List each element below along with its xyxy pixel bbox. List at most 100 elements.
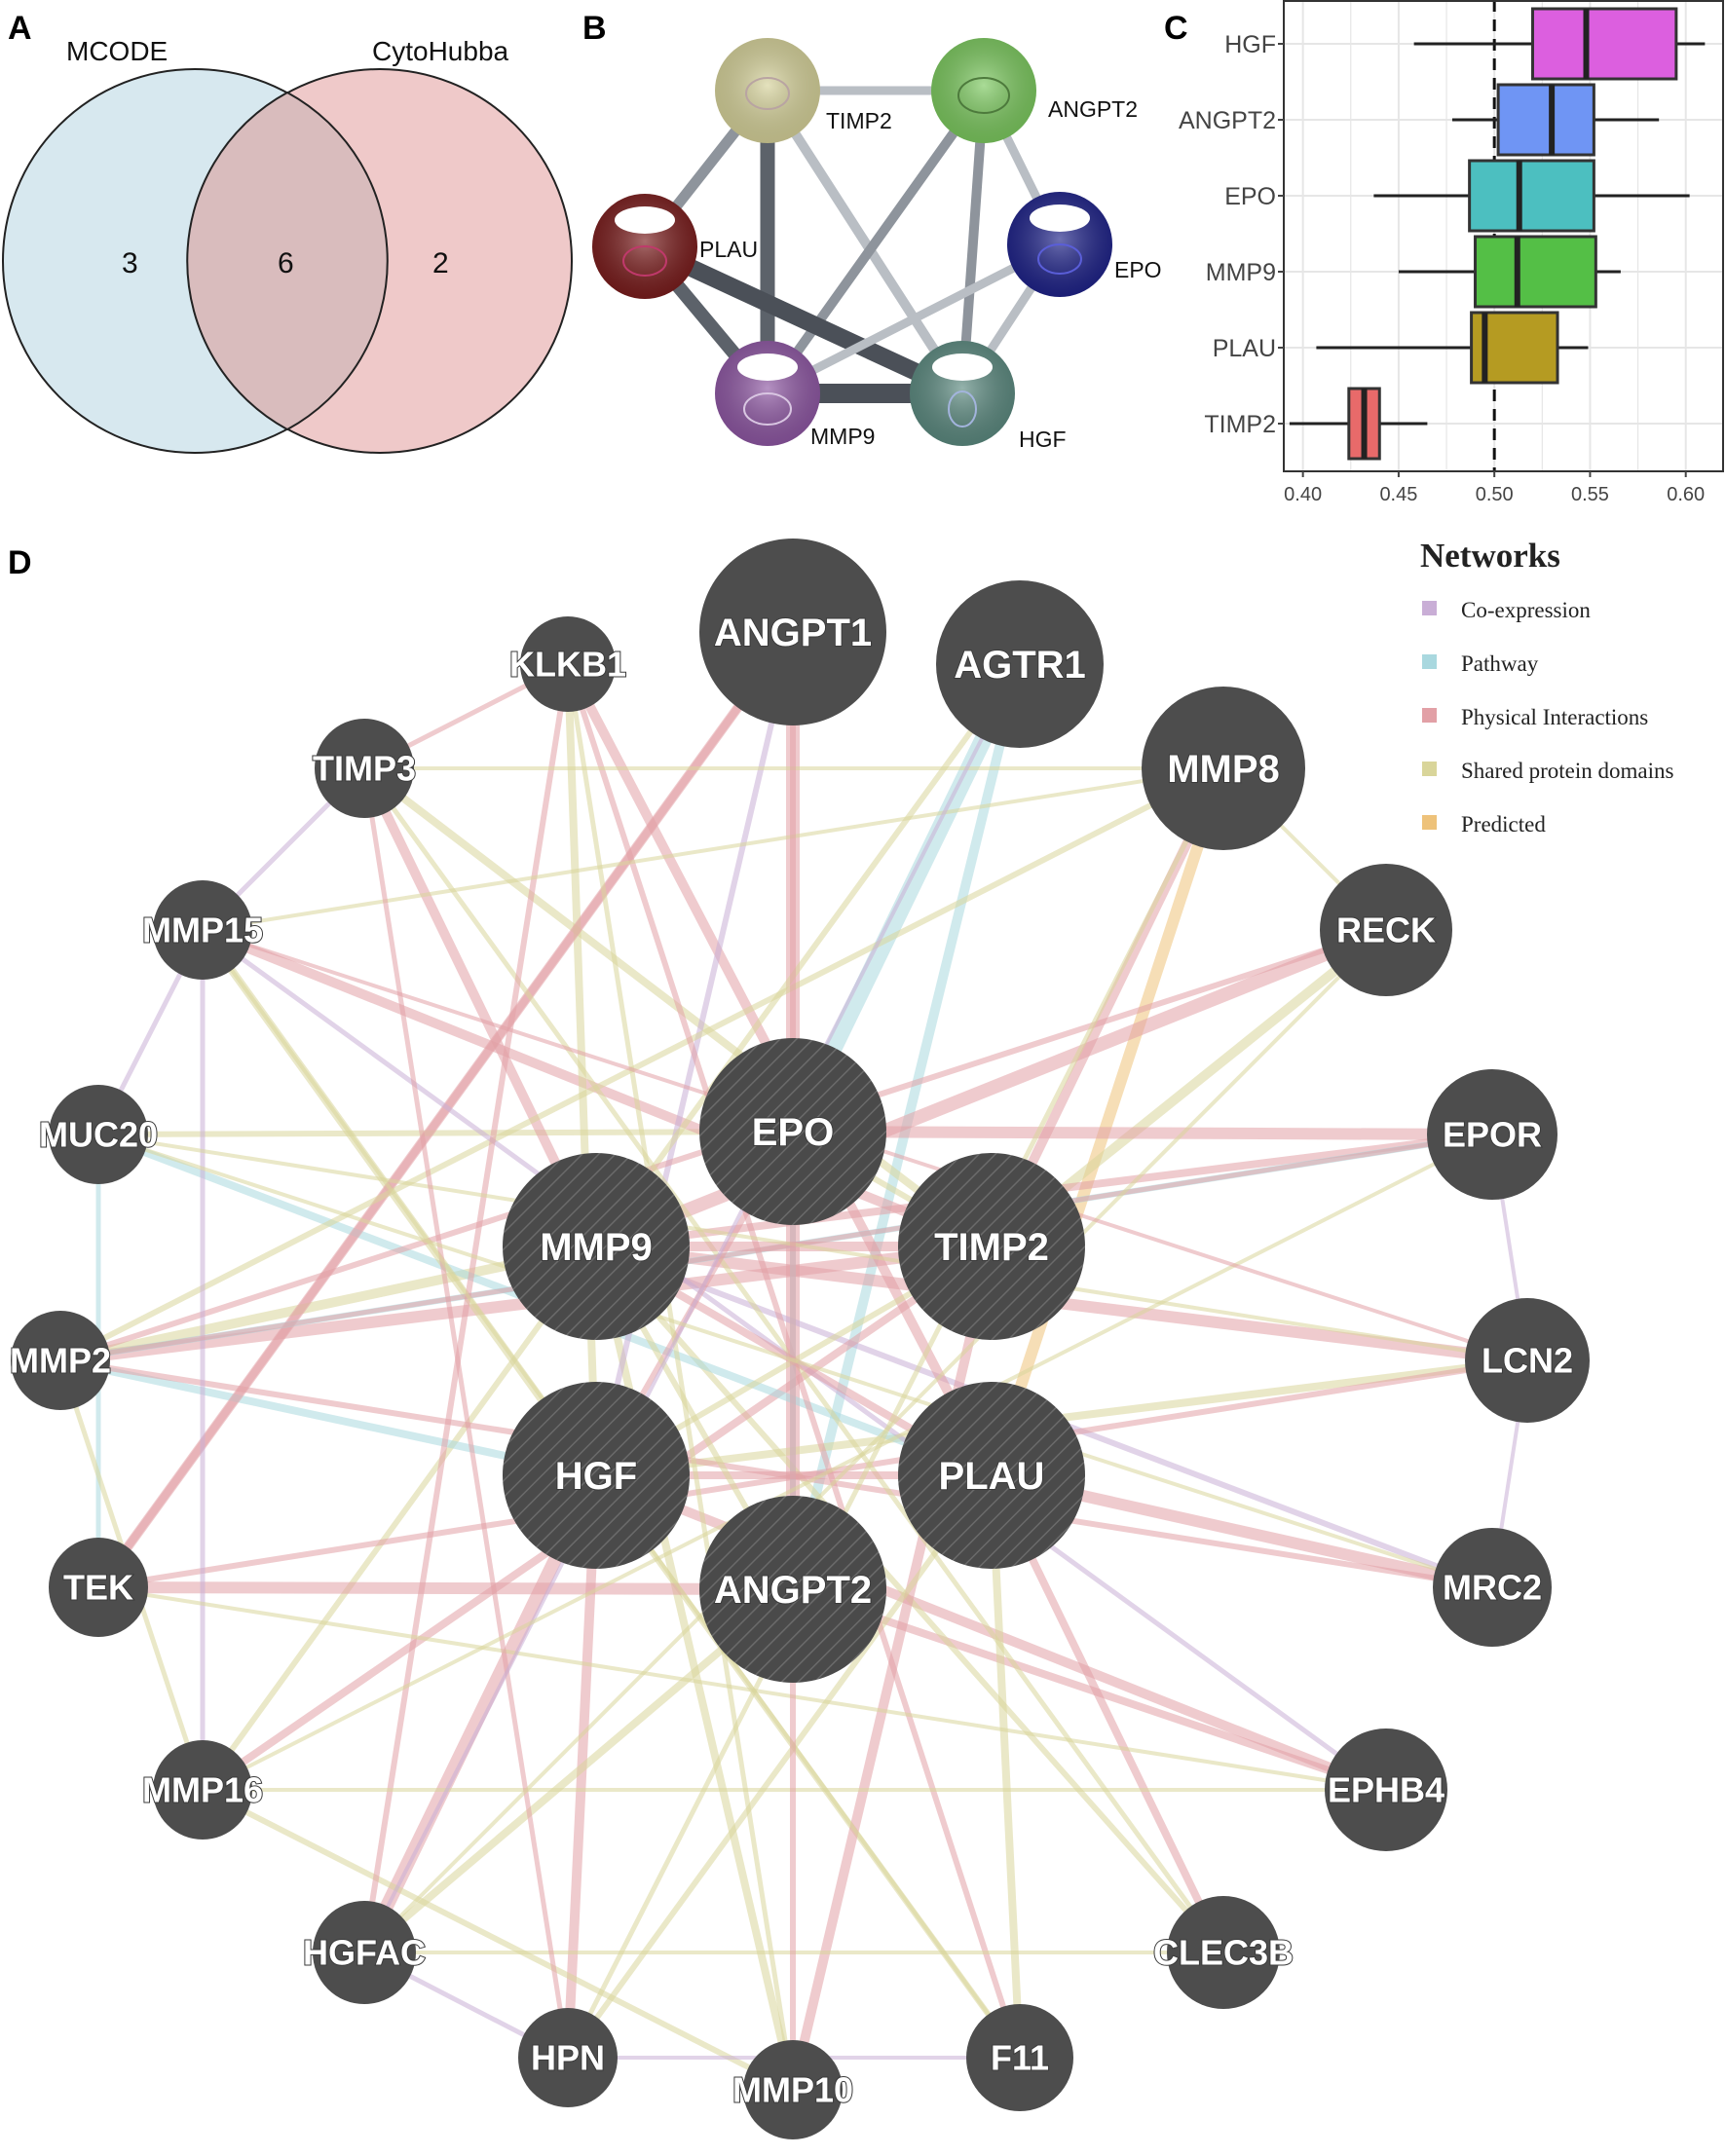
- network-edge: [988, 1471, 1024, 2062]
- network-edge: [57, 1132, 1495, 1363]
- node-circle: [898, 1153, 1085, 1340]
- node-circle: [503, 1153, 690, 1340]
- node-circle: [153, 880, 252, 980]
- node-circle: [153, 1740, 252, 1840]
- node-label: RECK: [1336, 911, 1436, 950]
- node-label: KLKB1: [509, 645, 626, 685]
- node-circle: [699, 1038, 886, 1225]
- node-label: TEK: [63, 1568, 133, 1608]
- node-label: EPO: [752, 1111, 834, 1154]
- node-label: HGF: [555, 1455, 637, 1498]
- box-hgf: [1413, 7, 1706, 81]
- node-circle: [315, 719, 414, 818]
- network-edge: [362, 662, 1022, 1954]
- network-edges: [55, 625, 1533, 2095]
- network-node-angpt2: ANGPT2: [699, 1496, 886, 1683]
- box-iqr: [1496, 83, 1595, 157]
- node-label: CLEC3B: [1153, 1933, 1294, 1973]
- legend-item-predicted: Predicted: [1422, 812, 1546, 836]
- network-edge: [362, 928, 1388, 1954]
- panel-a-label: A: [8, 10, 32, 47]
- node-circle: [699, 539, 886, 725]
- network-node-mrc2: MRC2: [1433, 1528, 1552, 1647]
- node-circle: [1167, 1896, 1280, 2009]
- network-edge: [593, 661, 1023, 1249]
- legend-item-pathway: Pathway: [1422, 651, 1539, 676]
- y-tick-label: TIMP2: [1204, 411, 1276, 438]
- string-node-angpt2: ANGPT2: [931, 38, 1138, 143]
- node-circle: [1325, 1729, 1447, 1851]
- string-edge: [763, 240, 1065, 398]
- network-edge: [93, 1581, 799, 1595]
- box-epo: [1373, 159, 1690, 233]
- node-label: TIMP3: [313, 749, 416, 789]
- network-legend: Networks Co-expression Pathway Physical …: [1420, 537, 1674, 836]
- node-circle: [313, 1901, 416, 2004]
- node-label: EPOR: [1443, 1115, 1542, 1155]
- node-label: EPHB4: [1328, 1770, 1445, 1810]
- string-node-timp2: TIMP2: [715, 38, 892, 143]
- legend-label: Physical Interactions: [1461, 705, 1648, 729]
- network-node-plau: PLAU: [898, 1382, 1085, 1569]
- network-node-clec3b: CLEC3B: [1152, 1896, 1294, 2009]
- boxplot-boxes: [1289, 7, 1706, 461]
- boxplot-frame: [1283, 0, 1724, 472]
- box-iqr: [1530, 7, 1678, 81]
- node-label: TIMP2: [934, 1226, 1049, 1269]
- string-edge: [636, 238, 971, 402]
- network-node-mmp9: MMP9: [503, 1153, 690, 1340]
- node-label: HPN: [531, 2038, 605, 2078]
- string-node-epo: EPO: [1007, 192, 1162, 297]
- y-tick-label: EPO: [1224, 183, 1276, 210]
- venn-count-cytohubba-only: 2: [432, 247, 449, 279]
- box-mmp9: [1398, 235, 1621, 309]
- node-label: LCN2: [1482, 1341, 1573, 1381]
- x-tick-label: 0.55: [1571, 484, 1609, 505]
- network-node-muc20: MUC20: [38, 1085, 159, 1184]
- node-circle: [898, 1382, 1085, 1569]
- network-edge: [787, 1126, 1498, 1140]
- legend-item-shared-protein-domains: Shared protein domains: [1422, 759, 1674, 783]
- network-edge: [565, 1472, 994, 2061]
- string-label-hgf: HGF: [1019, 427, 1067, 452]
- network-edge: [789, 1585, 1390, 1794]
- node-label: MMP2: [10, 1341, 111, 1381]
- panel-d-label: D: [8, 544, 32, 581]
- legend-label: Co-expression: [1461, 598, 1591, 622]
- legend-label: Shared protein domains: [1461, 759, 1674, 783]
- y-tick-label: MMP9: [1206, 259, 1276, 286]
- venn-count-mcode-only: 3: [122, 247, 138, 279]
- node-circle: [1320, 864, 1452, 996]
- network-node-f11: F11: [966, 2004, 1073, 2111]
- node-circle: [743, 2040, 843, 2139]
- network-edge: [361, 765, 571, 2061]
- node-circle: [520, 616, 616, 712]
- network-node-hgf: HGF: [503, 1382, 690, 1569]
- network-edge: [96, 1585, 1388, 1792]
- node-circle: [936, 580, 1104, 748]
- venn-title-cytohubba: CytoHubba: [372, 36, 509, 66]
- node-label: F11: [991, 2038, 1049, 2078]
- network-node-klkb1: KLKB1: [508, 616, 627, 712]
- network-node-lcn2: LCN2: [1465, 1298, 1590, 1423]
- string-edge: [763, 86, 967, 398]
- node-circle: [1465, 1298, 1590, 1423]
- node-circle: [503, 1382, 690, 1569]
- x-tick-label: 0.40: [1284, 484, 1322, 505]
- node-label: MMP8: [1167, 748, 1280, 791]
- network-node-mmp15: MMP15: [141, 880, 264, 980]
- node-label: MMP9: [540, 1226, 653, 1269]
- node-circle: [966, 2004, 1073, 2111]
- node-circle: [11, 1311, 110, 1410]
- string-label-angpt2: ANGPT2: [1048, 96, 1138, 122]
- panel-a-venn: A MCODE CytoHubba 3 6 2: [2, 10, 573, 454]
- box-plau: [1316, 311, 1589, 385]
- network-node-mmp16: MMP16: [141, 1740, 264, 1840]
- node-label: ANGPT1: [714, 612, 872, 654]
- network-node-hpn: HPN: [518, 2008, 618, 2107]
- string-label-mmp9: MMP9: [810, 424, 875, 449]
- legend-item-co-expression: Co-expression: [1422, 598, 1591, 622]
